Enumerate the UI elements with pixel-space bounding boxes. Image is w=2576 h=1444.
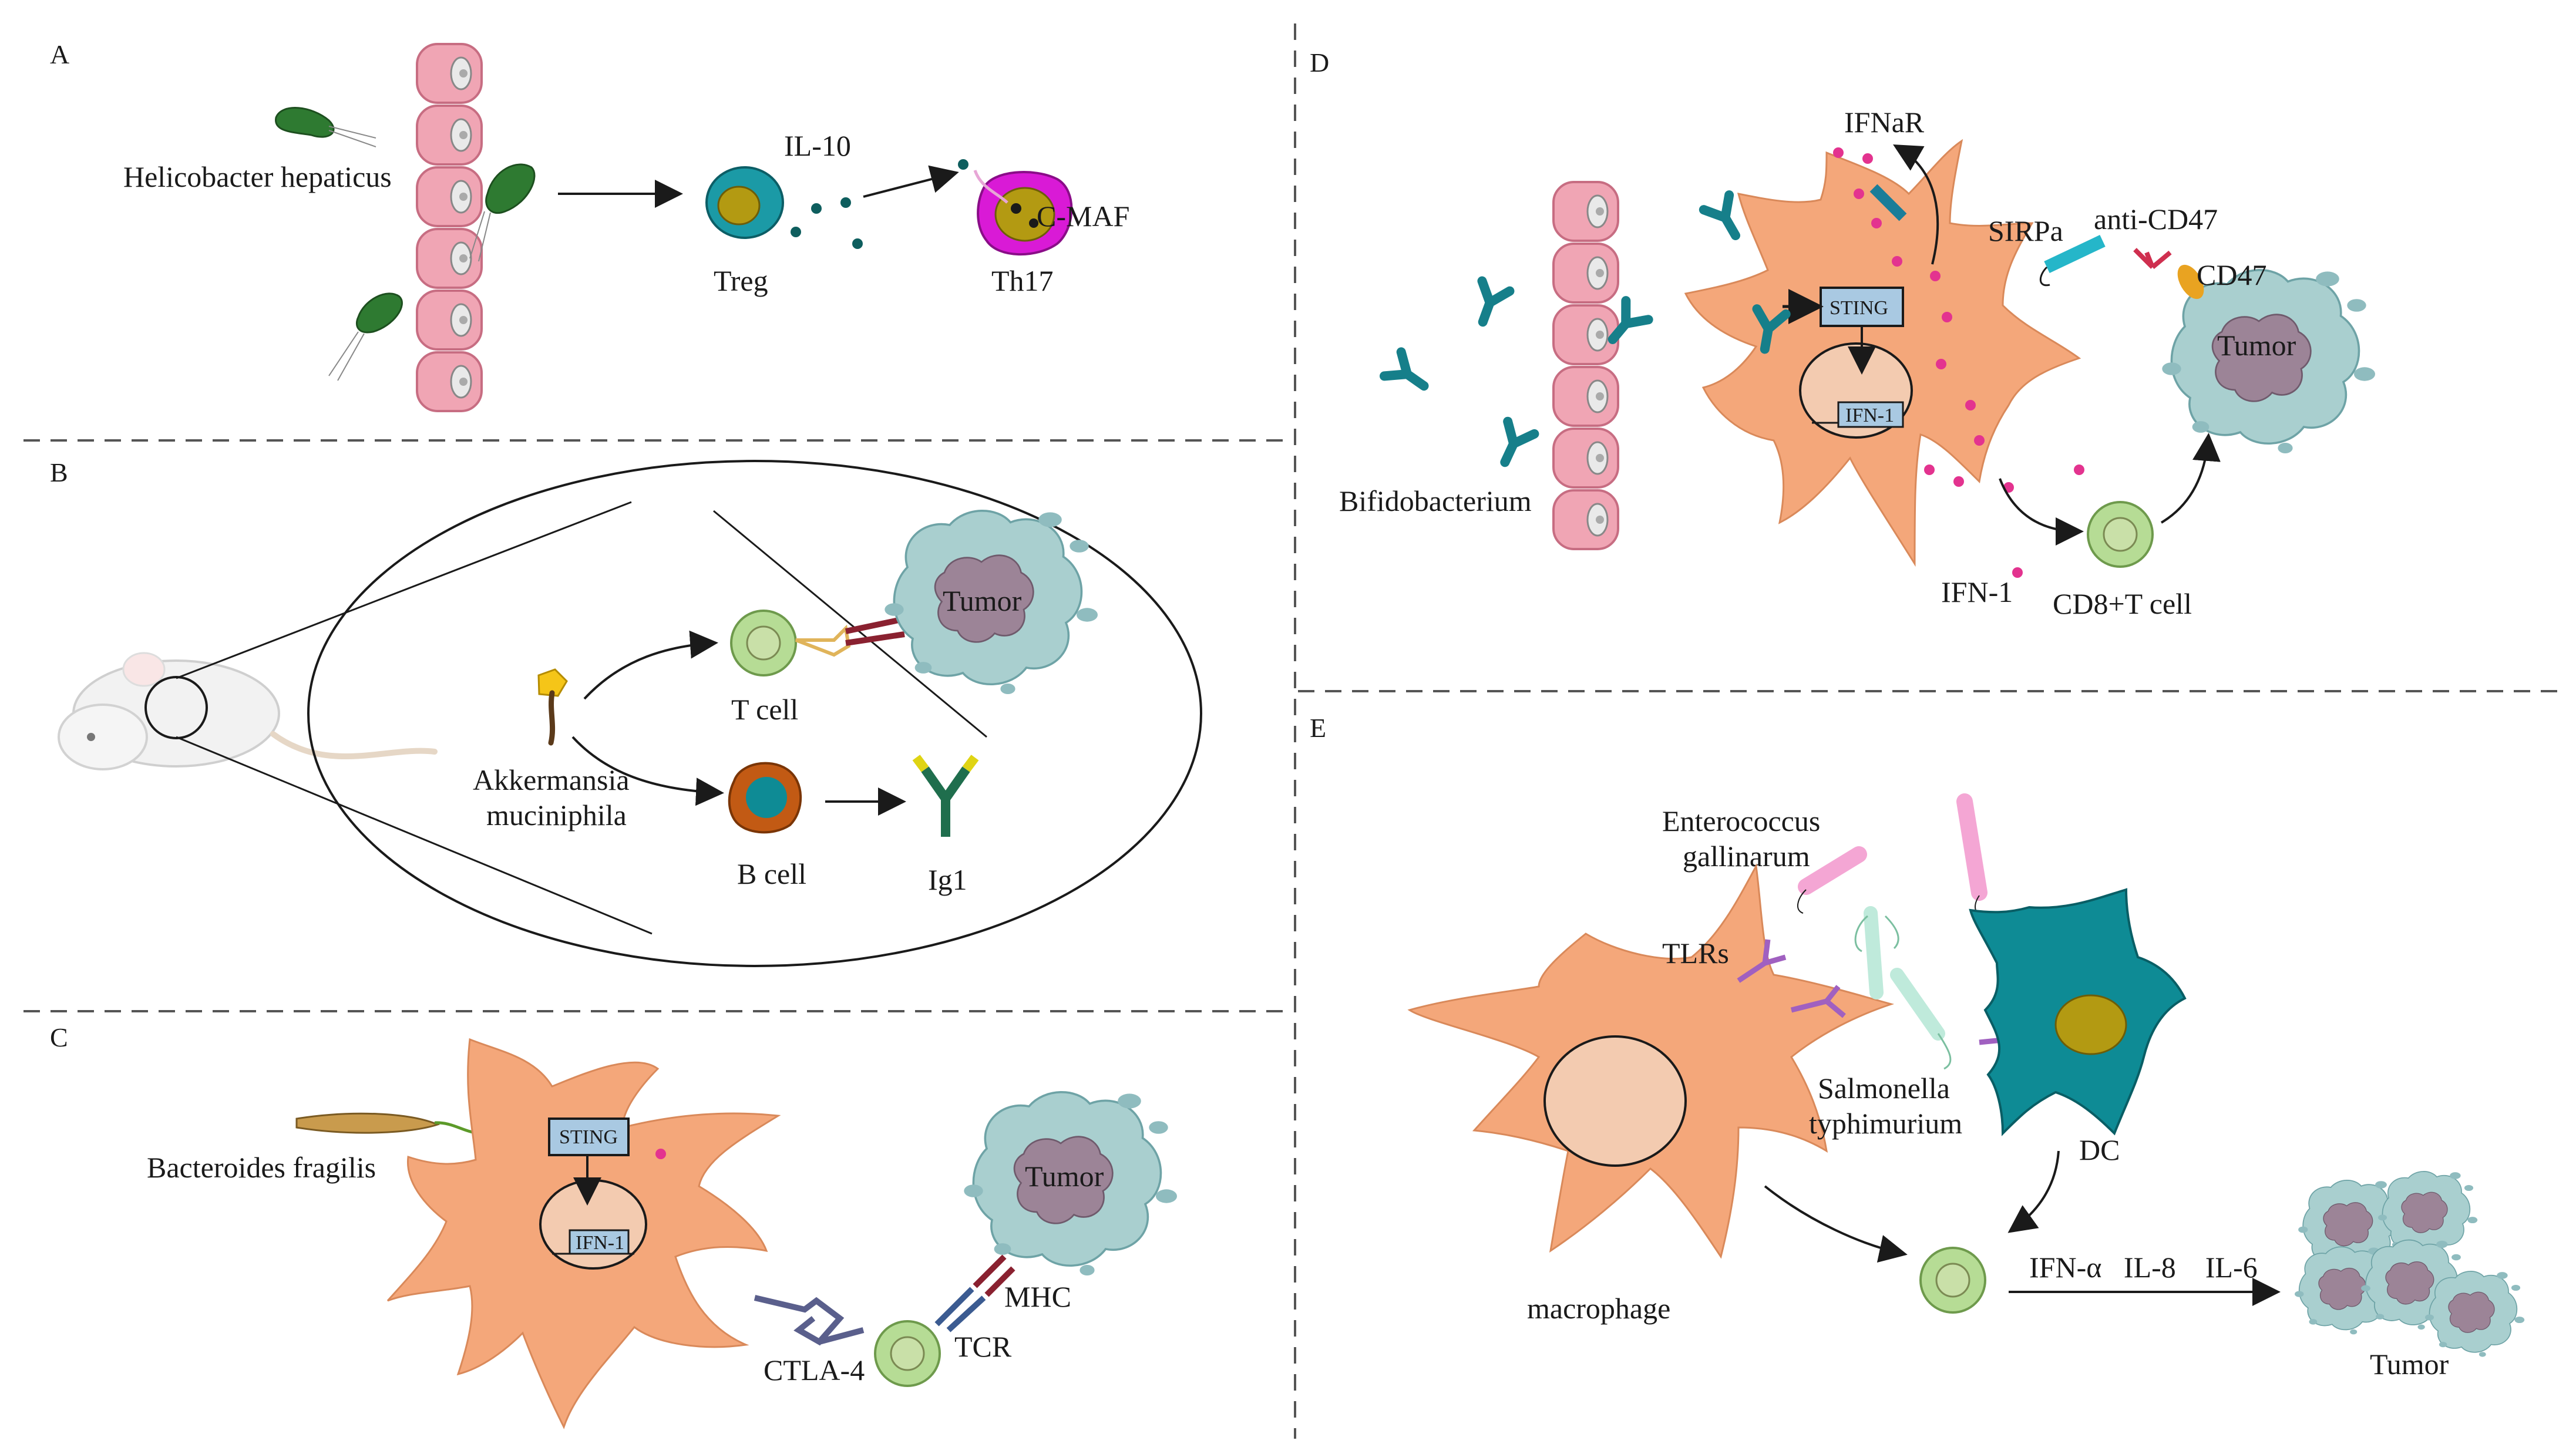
panel-b-letter: B (50, 457, 68, 487)
cd47-marker (2177, 264, 2204, 299)
tcr-mhc-b (845, 617, 905, 646)
th17-cell (973, 170, 1073, 256)
bifidobacterium-label: Bifidobacterium (1339, 484, 1532, 517)
arrow-to-tumor-d (2160, 433, 2221, 524)
arrow-to-th17 (863, 165, 959, 198)
bacteroides-bacterium (295, 1112, 543, 1135)
ifn-c-label: IFN-1 (576, 1232, 624, 1254)
mhc-label: MHC (1004, 1280, 1071, 1313)
t-cell-label: T cell (731, 693, 798, 726)
t-cell-e (1919, 1247, 1986, 1314)
panel-e: E Enterococcus gallinarum macrophage TLR… (1310, 713, 2525, 1381)
panel-a-letter: A (50, 39, 69, 69)
il10-label: IL-10 (784, 129, 851, 162)
cd47-label: CD47 (2197, 258, 2266, 291)
tumor-e-label: Tumor (2370, 1348, 2449, 1381)
enterococcus-line1: Enterococcus (1662, 805, 1820, 837)
tumor-d-label: Tumor (2217, 329, 2296, 362)
dendritic-cell-c: STING IFN-1 (386, 1038, 781, 1429)
arrow-to-cd8 (1999, 478, 2084, 546)
arrow-to-tcell (583, 630, 718, 700)
treg-label: Treg (714, 264, 768, 297)
sting-box-c (548, 1117, 630, 1156)
panel-d: D Bifidobacterium STING IFN-1 (1310, 48, 2376, 620)
sirpa-label: SIRPa (1988, 214, 2063, 247)
panel-c-letter: C (50, 1022, 68, 1052)
dc-label: DC (2079, 1133, 2120, 1166)
enterococcus-bacteria (1797, 793, 1988, 917)
sting-c-label: STING (559, 1126, 618, 1148)
t-cell-b (730, 610, 851, 676)
tlrs-label: TLRs (1662, 937, 1729, 970)
salmonella-bacteria (1854, 906, 1952, 1070)
zoom-ellipse (307, 460, 1202, 967)
panel-a: A Helicobacter hepaticus Treg IL-10 (50, 39, 1129, 412)
panel-b: B Akkermansia muciniphila T cell (50, 457, 1202, 967)
mouse (58, 652, 438, 770)
tumor-cluster-e (2294, 1171, 2525, 1358)
enterococcus-line2: gallinarum (1683, 840, 1810, 873)
il10-dots (791, 159, 968, 249)
salmonella-line2: typhimurium (1809, 1107, 1962, 1140)
block-line (713, 510, 987, 738)
treg-cell (705, 166, 784, 239)
cytokines-label: IFN-α IL-8 IL-6 (2029, 1251, 2258, 1284)
cd8-label: CD8+T cell (2053, 587, 2192, 620)
arrow-to-bcell (571, 736, 724, 806)
zoom-circle (144, 676, 208, 739)
tumor-b-label: Tumor (943, 584, 1022, 617)
zoom-line-bottom (176, 736, 653, 935)
ctla4-receptor (754, 1295, 865, 1346)
panel-e-letter: E (1310, 713, 1326, 743)
ifn-d-box-label: IFN-1 (1845, 405, 1894, 426)
arrow-macrophage-to-t (1764, 1185, 1908, 1263)
t-cell-c (874, 1320, 941, 1387)
b-cell-label: B cell (737, 857, 806, 890)
zoom-line-top (176, 501, 632, 679)
th17-label: Th17 (991, 264, 1054, 297)
ifn-box-c (569, 1229, 630, 1255)
arrow-dc-to-t (2007, 1150, 2060, 1233)
b-cell (728, 762, 802, 834)
salmonella-line1: Salmonella (1818, 1072, 1950, 1105)
dendritic-cell-d: STING IFN-1 (1684, 139, 2081, 567)
anti-cd47-label: anti-CD47 (2094, 203, 2218, 235)
panel-c: C Bacteroides fragilis STING IFN-1 CTLA-… (50, 1022, 1178, 1429)
akkermansia-line2: muciniphila (486, 799, 627, 832)
ifnar-label: IFNaR (1844, 106, 1925, 139)
akkermansia-line1: Akkermansia (473, 763, 630, 796)
sirpa-receptor (2039, 235, 2106, 287)
ifn-box-d (1837, 401, 1904, 428)
panel-d-letter: D (1310, 48, 1329, 78)
tumor-c-label: Tumor (1025, 1160, 1104, 1193)
helicobacter-label: Helicobacter hepaticus (123, 160, 392, 193)
bacteroides-label: Bacteroides fragilis (147, 1151, 376, 1184)
ifn-dots-d (1833, 147, 2084, 578)
ifn-d-label: IFN-1 (1941, 575, 2013, 608)
intestinal-epithelium-d (1552, 181, 1619, 550)
akkermansia-bacterium (537, 668, 568, 746)
intestinal-epithelium-a (416, 43, 483, 412)
tcr-label: TCR (954, 1330, 1012, 1363)
ifnar-receptor (1869, 144, 1939, 265)
ctla4-label: CTLA-4 (764, 1354, 865, 1386)
helicobacter-bacterium (275, 107, 536, 381)
dendritic-cell-e (1969, 888, 2187, 1136)
sting-box-d (1820, 287, 1904, 327)
macrophage-label: macrophage (1527, 1292, 1670, 1325)
tcr-mhc-c (934, 1254, 1015, 1332)
panel-dividers (23, 23, 2561, 1439)
ig1-label: Ig1 (928, 863, 967, 896)
anti-cd47-antibody (2133, 248, 2172, 270)
cd8-t-cell (2087, 501, 2154, 568)
sting-d-label: STING (1830, 297, 1888, 319)
cmaf-label: C-MAF (1037, 200, 1129, 233)
macrophage (1407, 863, 1895, 1259)
ig1-antibody (912, 755, 979, 837)
